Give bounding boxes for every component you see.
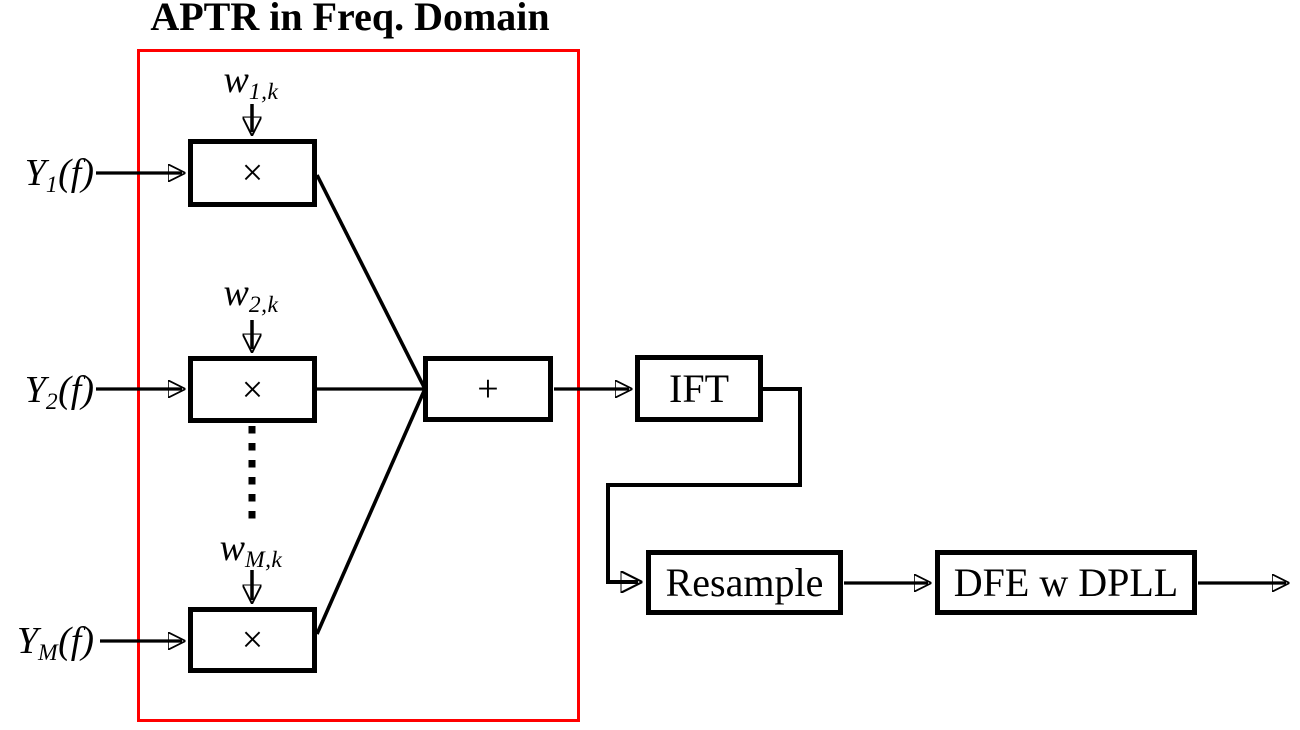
- ift-block: IFT: [635, 355, 763, 422]
- weight-label-m-subscript: M,k: [244, 547, 283, 574]
- multiplier-symbol-2: ×: [241, 368, 264, 411]
- weight-label-1: w1,k: [191, 57, 311, 106]
- weight-label-1-subscript: 1,k: [248, 79, 279, 106]
- summer-block: +: [423, 356, 553, 422]
- diagonal-connector-1: [315, 174, 426, 388]
- input-label-2-arg: (f): [58, 369, 94, 411]
- input-label-1-arg: (f): [58, 152, 94, 194]
- diagonal-connector-3: [315, 390, 426, 635]
- input-label-m: YM(f): [0, 618, 94, 667]
- input-label-m-base: Y: [16, 620, 39, 662]
- aptr-group-outline: [137, 49, 580, 722]
- input-label-2-subscript: 2: [45, 389, 59, 416]
- dfe-dpll-block-label: DFE w DPLL: [953, 560, 1179, 605]
- weight-label-m-base: w: [219, 527, 245, 569]
- summer-symbol: +: [477, 368, 499, 410]
- weight-label-1-base: w: [223, 59, 249, 101]
- input-label-1-subscript: 1: [45, 172, 59, 199]
- input-label-1-base: Y: [24, 152, 46, 194]
- input-label-1: Y1(f): [0, 150, 94, 199]
- multiplier-block-1: ×: [188, 139, 317, 207]
- ift-to-resample-elbow-arrow: [606, 387, 802, 582]
- resample-block-label: Resample: [665, 560, 824, 605]
- weight-label-2-subscript: 2,k: [248, 292, 279, 319]
- resample-block: Resample: [646, 550, 843, 615]
- multiplier-block-3: ×: [188, 607, 317, 673]
- input-label-m-subscript: M: [38, 640, 59, 667]
- multiplier-symbol-1: ×: [241, 152, 264, 194]
- weight-label-2-base: w: [223, 272, 249, 314]
- ift-block-label: IFT: [669, 366, 729, 411]
- figure-title: APTR in Freq. Domain: [150, 0, 550, 39]
- multiplier-symbol-3: ×: [241, 619, 264, 661]
- multiplier-block-2: ×: [188, 356, 317, 423]
- weight-label-m: wM,k: [191, 525, 311, 574]
- dfe-dpll-block: DFE w DPLL: [935, 550, 1197, 615]
- input-label-m-arg: (f): [58, 620, 94, 662]
- input-label-2: Y2(f): [0, 367, 94, 416]
- weight-label-2: w2,k: [191, 270, 311, 319]
- input-label-2-base: Y: [24, 369, 46, 411]
